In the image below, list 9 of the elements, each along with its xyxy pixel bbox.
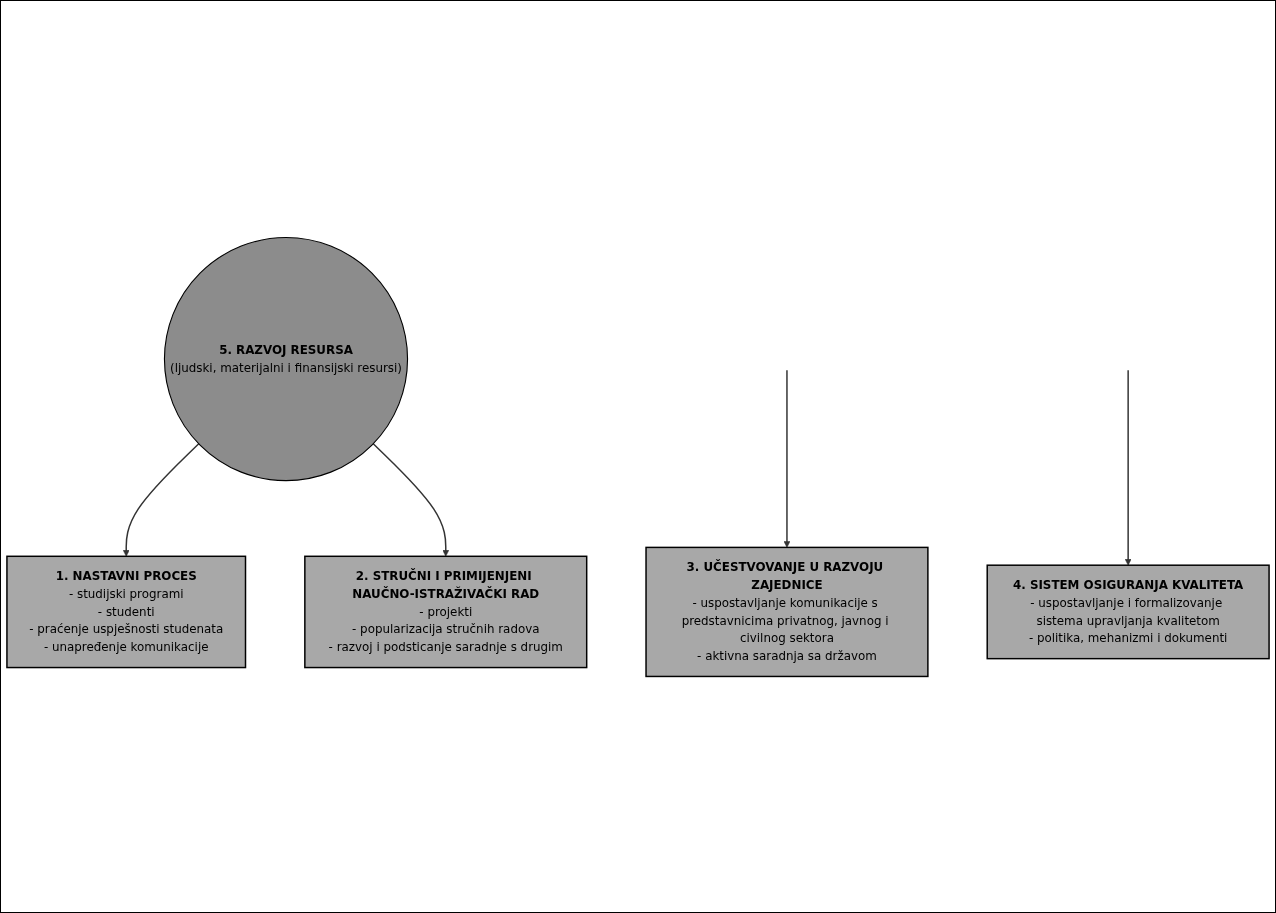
node-circle: 5. RAZVOJ RESURSA (ljudski, materijalni i finansijski resursi) [163,236,409,481]
node-box: 4. SISTEM OSIGURANJA KVALITETA - uspostavljanje i formalizovanje sistema upravljanja kvalitetom - politika, mehanizmi i dokumenti [986,563,1270,659]
arrow [1124,369,1132,565]
arrow [372,442,450,557]
node-box: 1. NASTAVNI PROCES - studijski programi - studenti - praćenje uspješnosti studenata - unapređenje komunikacije [6,555,247,668]
arrow [122,442,200,557]
arrow [783,369,791,548]
node-box: 3. UČESTVOVANJE U RAZVOJU ZAJEDNICE - uspostavljanje komunikacije s predstavnicima privatnog, javnog i civilnog sektora - aktivna saradnja sa državom [645,546,929,677]
node-box: 2. STRUČNI I PRIMIJENJENI NAUČNO-ISTRAŽIVAČKI RAD - projekti - popularizacija stručnih radova - razvoj i podsticanje saradnje s drugim [304,555,588,668]
